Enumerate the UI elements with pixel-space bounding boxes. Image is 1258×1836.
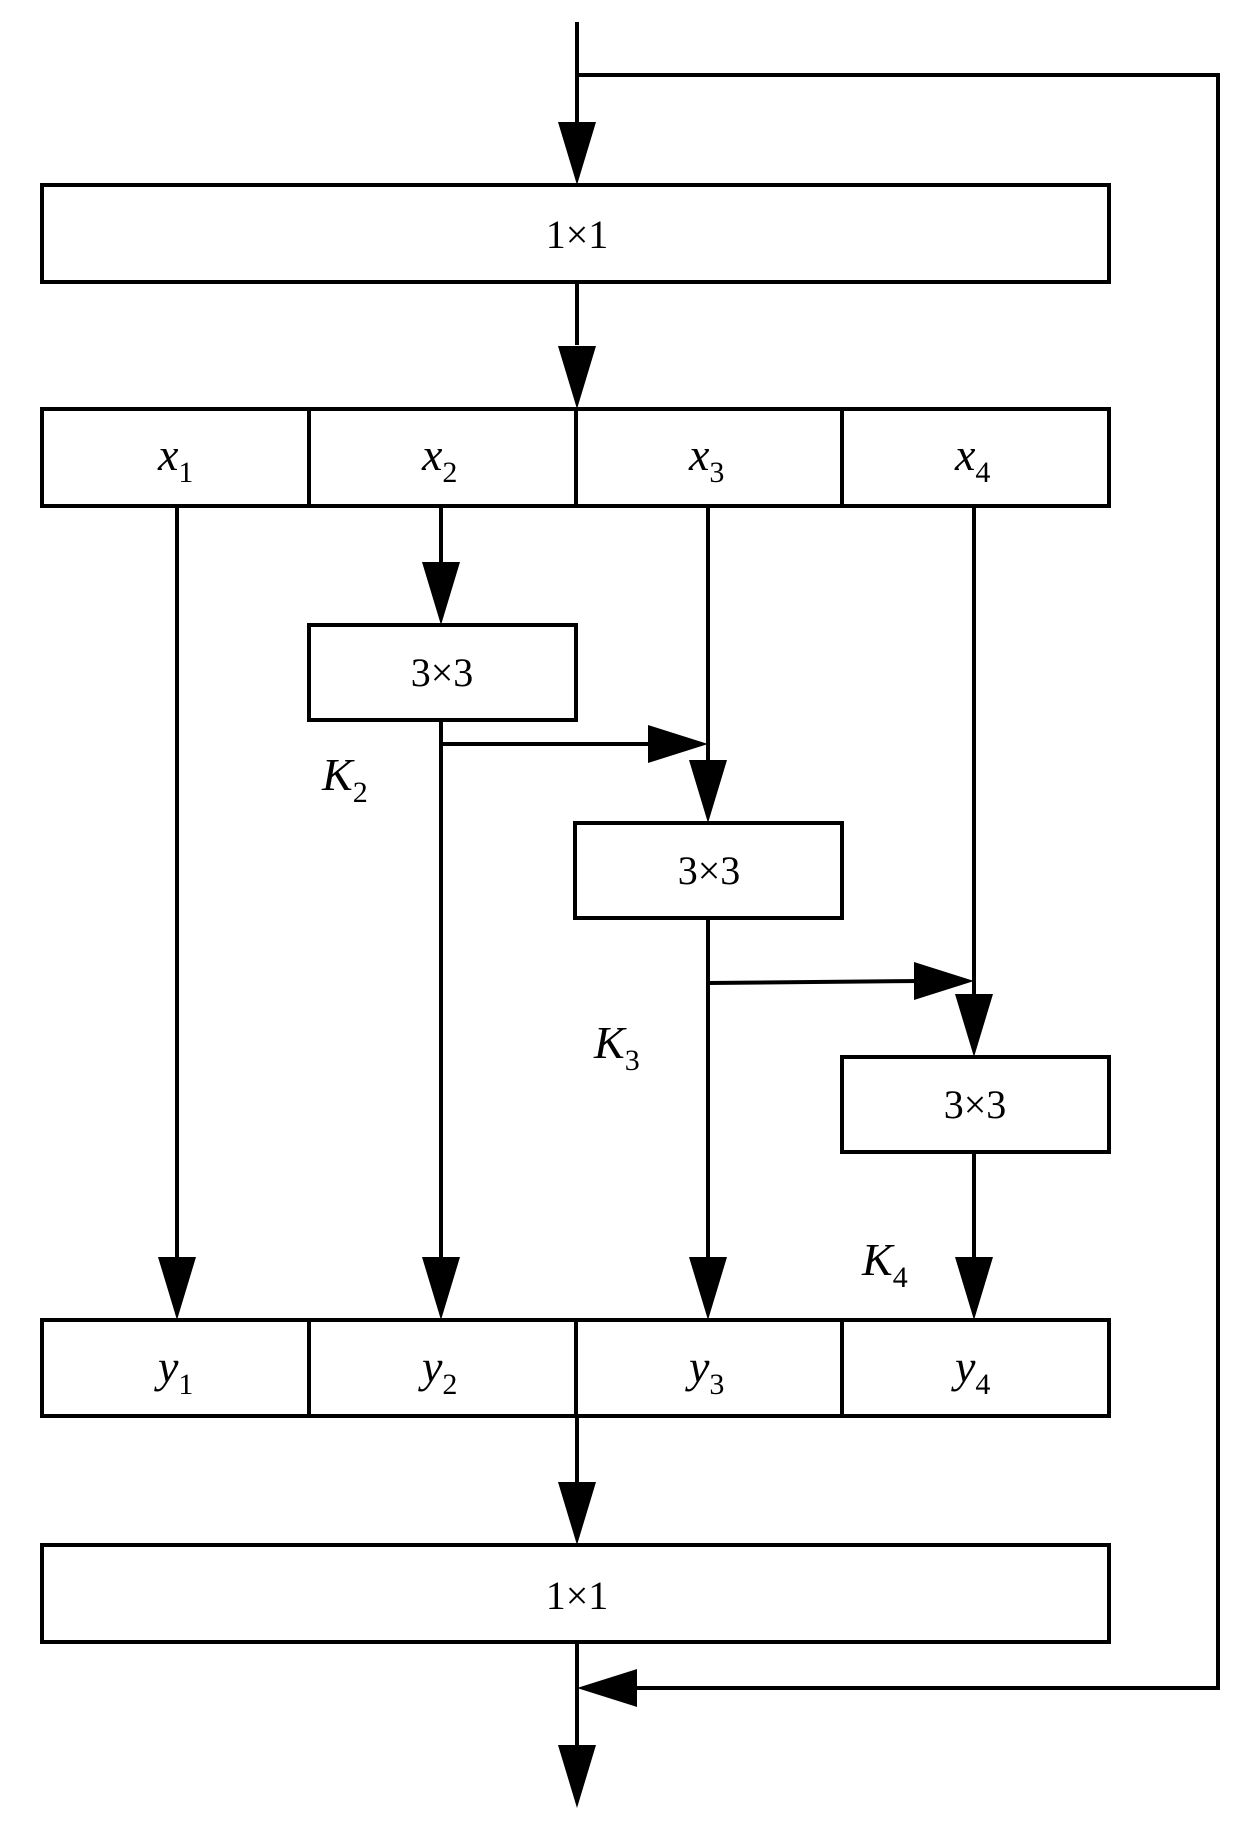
arrowhead-output: [558, 1745, 596, 1808]
arrowhead-conv-bottom: [558, 1482, 596, 1545]
y1-label: y1: [154, 1341, 193, 1401]
x4-label: x4: [954, 429, 990, 489]
arrowhead-split: [558, 346, 596, 409]
skip-connection-line: [577, 73, 1220, 1690]
conv-k3-label: 3×3: [678, 848, 741, 893]
x1-cell: [40, 407, 311, 508]
conv-k2-label: 3×3: [411, 650, 474, 695]
y3-label: y3: [685, 1341, 724, 1401]
y3-cell: [574, 1318, 844, 1418]
conv-bottom-box: [40, 1543, 1111, 1644]
conv-top-label: 1×1: [546, 212, 609, 257]
conv-top-box: [40, 183, 1111, 284]
k4-label: K4: [861, 1234, 908, 1294]
y4-label: y4: [951, 1341, 990, 1401]
x3-cell: [574, 407, 844, 508]
arrowhead-k4-in: [955, 994, 993, 1057]
arrowhead-k3-side: [648, 725, 708, 763]
x4-cell: [840, 407, 1111, 508]
conv-k2-box: [307, 623, 578, 722]
arrowhead-input: [558, 122, 596, 185]
k3-label: K3: [593, 1017, 640, 1077]
arrowhead-y2: [422, 1257, 460, 1320]
conv-bottom-label: 1×1: [546, 1573, 609, 1618]
arrowhead-k2-in: [422, 562, 460, 625]
x1-label: x1: [157, 429, 193, 489]
conv-k4-label: 3×3: [944, 1082, 1007, 1127]
x-split-row: [40, 407, 1111, 508]
conv-k3-box: [573, 821, 844, 920]
arrowhead-k4-side: [914, 962, 974, 1000]
conv-k4-box: [840, 1055, 1111, 1154]
arrowhead-y3: [689, 1257, 727, 1320]
arrowhead-y1: [158, 1257, 196, 1320]
y2-cell: [307, 1318, 578, 1418]
x2-cell: [307, 407, 578, 508]
k3-to-k4-line: [707, 979, 922, 985]
y-split-row: [40, 1318, 1111, 1418]
y4-cell: [840, 1318, 1111, 1418]
y1-cell: [40, 1318, 311, 1418]
arrowhead-y4: [955, 1257, 993, 1320]
arrowhead-skip-merge: [577, 1669, 637, 1707]
arrowhead-k3-in: [689, 760, 727, 823]
x2-label: x2: [421, 429, 457, 489]
x3-label: x3: [688, 429, 724, 489]
y2-label: y2: [418, 1341, 457, 1401]
k2-label: K2: [321, 749, 368, 809]
